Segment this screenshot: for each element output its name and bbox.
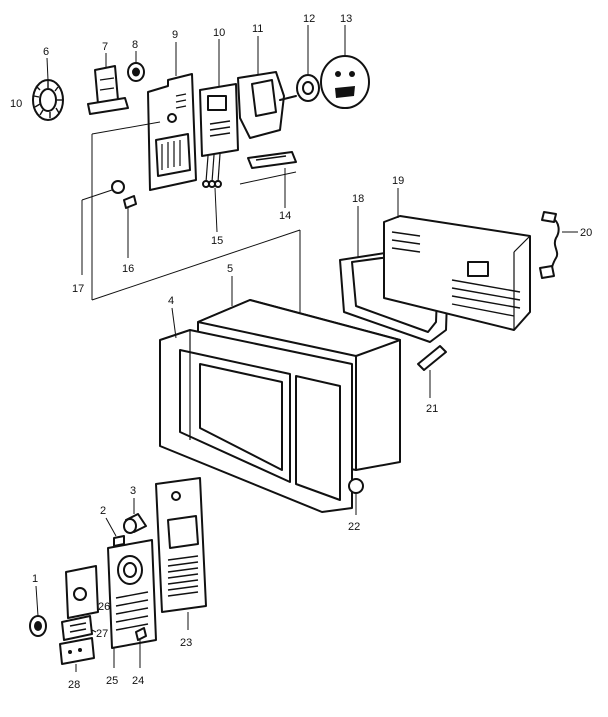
part-17-nut: 17 (72, 180, 125, 295)
callout-10: 10 (213, 27, 225, 39)
callout-22: 22 (348, 521, 360, 533)
part-19-back-cover: 19 (383, 175, 531, 331)
part-13-control-knob: 13 (320, 13, 370, 109)
callout-26: 26 (98, 601, 110, 613)
callout-15: 15 (211, 235, 223, 247)
callout-7: 7 (102, 41, 108, 53)
callout-23: 23 (180, 637, 192, 649)
part-27-small-board: 27 (61, 615, 108, 641)
part-6-tuner-knob: 6 10 (10, 46, 64, 121)
part-25-speaker-grille: 25 (106, 539, 157, 687)
callout-24: 24 (132, 675, 144, 687)
callout-4: 4 (168, 295, 174, 307)
callout-1: 1 (32, 573, 38, 585)
part-2-clip: 2 (100, 505, 125, 547)
part-11-tuner-housing: 11 (237, 23, 297, 139)
part-23-control-panel: 23 (155, 477, 207, 649)
callout-16: 16 (122, 263, 134, 275)
callout-6: 6 (43, 46, 49, 58)
part-1-knob: 1 (29, 573, 47, 637)
callout-8: 8 (132, 39, 138, 51)
callout-14: 14 (279, 210, 291, 222)
part-4-front-bezel: 4 (159, 295, 353, 513)
callout-20: 20 (580, 227, 592, 239)
callout-9: 9 (172, 29, 178, 41)
callout-25: 25 (106, 675, 118, 687)
callout-21: 21 (426, 403, 438, 415)
part-16-screw: 16 (122, 195, 137, 275)
callout-19: 19 (392, 175, 404, 187)
callout-28: 28 (68, 679, 80, 691)
part-20-power-cord: 20 (539, 211, 592, 279)
part-28-plate: 28 (59, 637, 95, 691)
part-7-switch-bracket: 7 (87, 41, 129, 115)
part-24-screw: 24 (132, 627, 147, 687)
callout-2: 2 (100, 505, 106, 517)
callout-5: 5 (227, 263, 233, 275)
part-15-leads: 15 (211, 187, 223, 247)
part-14-bracket: 14 (247, 151, 297, 222)
part-9-control-board: 9 (147, 29, 197, 191)
part-21-tube-bracket: 21 (417, 345, 447, 415)
part-3-knob: 3 (123, 485, 147, 534)
part-22-foot: 22 (348, 478, 364, 533)
callout-13: 13 (340, 13, 352, 25)
part-12-gear-ring: 12 (296, 13, 320, 102)
callout-3: 3 (130, 485, 136, 497)
callout-18: 18 (352, 193, 364, 205)
callout-10-knob: 10 (10, 98, 22, 110)
callout-17: 17 (72, 283, 84, 295)
callout-12: 12 (303, 13, 315, 25)
part-8-grommet: 8 (127, 39, 145, 82)
part-10-circuit-module: 10 (199, 27, 239, 188)
callout-11: 11 (252, 23, 263, 35)
callout-27: 27 (96, 628, 108, 640)
part-26-bracket-plate: 26 (65, 565, 110, 619)
